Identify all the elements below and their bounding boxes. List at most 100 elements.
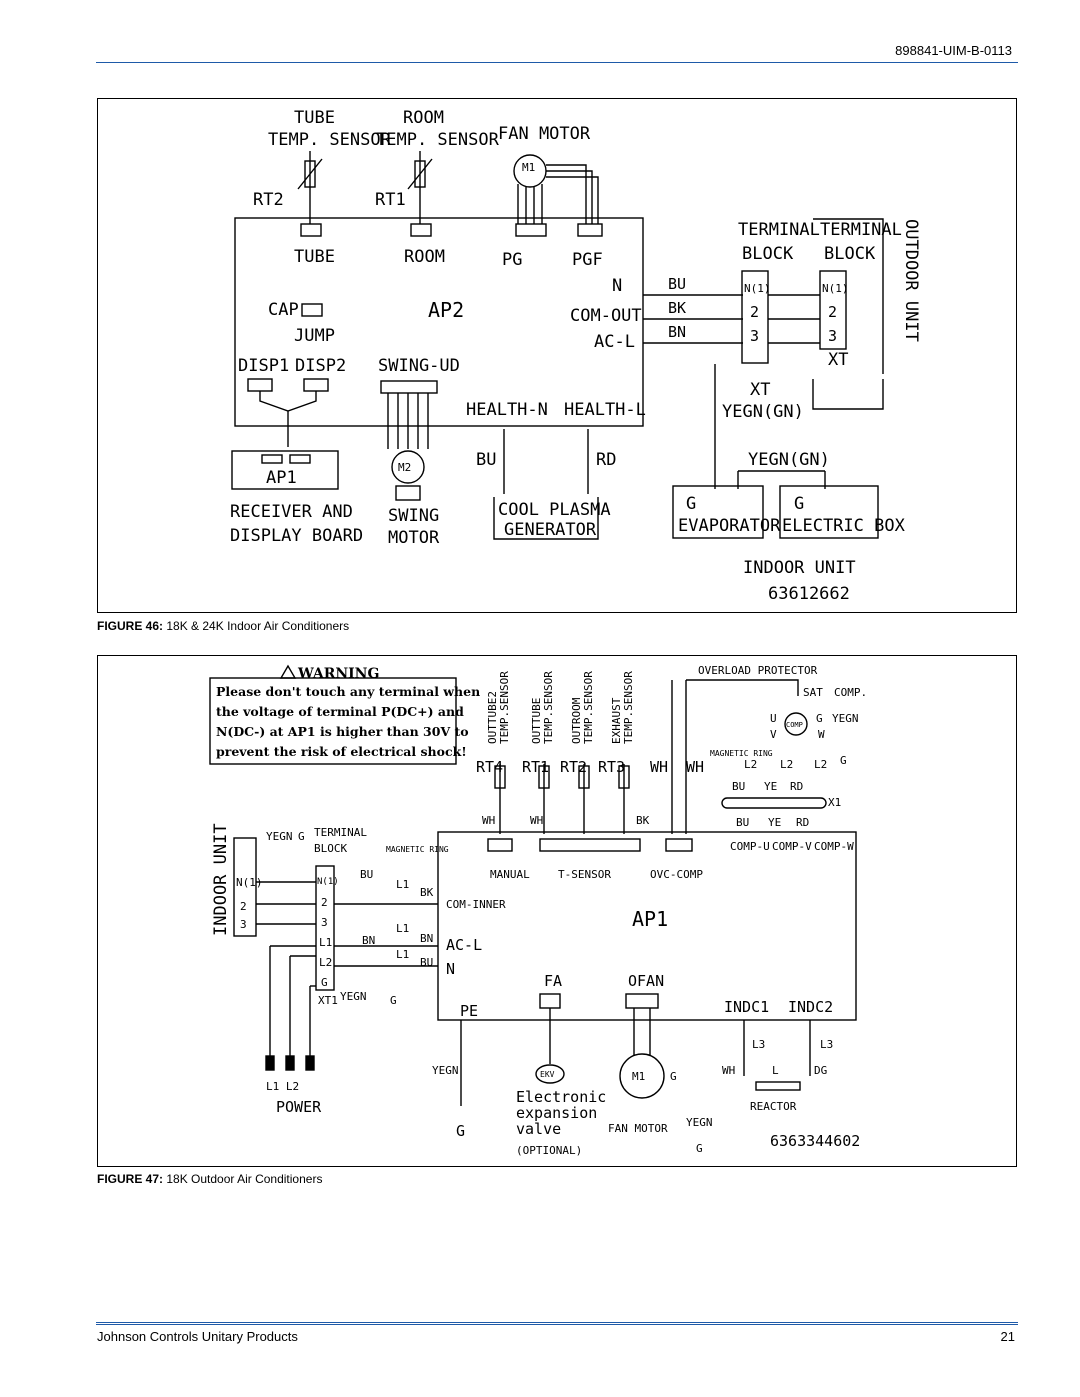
bu-label-term-2: BU — [420, 956, 433, 969]
warning-title: WARNING — [297, 666, 379, 682]
disp1-label: DISP1 — [238, 356, 289, 376]
bu-label-top: BU — [732, 780, 745, 793]
ofan-label: OFAN — [628, 972, 664, 990]
swing-ud-label: SWING-UD — [378, 356, 460, 376]
cool-plasma-label: COOL PLASMA — [498, 500, 611, 520]
wh-label-reactor: WH — [722, 1064, 735, 1077]
reactor-icon — [755, 1081, 801, 1091]
figure-47-caption: FIGURE 47: 18K Outdoor Air Conditioners — [97, 1172, 322, 1186]
ev-label-2: expansion — [516, 1104, 597, 1122]
terminal-n1-outdoor: N(1) — [822, 282, 849, 295]
evaporator-box — [672, 485, 764, 539]
room-connector-label: ROOM — [404, 247, 445, 267]
l-label-reactor: L — [772, 1064, 779, 1077]
ac-l-label: AC-L — [594, 332, 635, 352]
generator-label: GENERATOR — [504, 520, 597, 540]
v-label: V — [770, 728, 777, 741]
m1-label: M1 — [632, 1070, 645, 1083]
expansion-valve-icon — [535, 1064, 565, 1084]
sensor-outroom-label: OUTROOM — [570, 697, 583, 744]
footer-company: Johnson Controls Unitary Products — [97, 1329, 298, 1344]
magnetic-ring-label-2: MAGNETIC RING — [386, 845, 449, 854]
g-label-comp: G — [816, 712, 823, 725]
rd-wire-label: RD — [596, 450, 616, 470]
sensor-outtube-label: OUTTUBE — [530, 698, 543, 744]
swing-motor-m2-icon — [391, 450, 425, 501]
ap1-display-board — [231, 450, 339, 490]
l2-label-3: L2 — [814, 758, 827, 771]
terminal-block-indoor — [741, 270, 769, 364]
warning-line-2: the voltage of terminal P(DC+) and — [216, 704, 464, 719]
indoor-unit-label: INDOOR UNIT — [211, 823, 231, 936]
g-label-pe: G — [456, 1122, 465, 1140]
evaporator-label: EVAPORATOR — [678, 516, 781, 536]
ap1-label: AP1 — [632, 907, 668, 931]
terminal-block-outdoor — [819, 270, 847, 350]
l1-label-c: L1 — [396, 948, 409, 961]
swing-motor-label: MOTOR — [388, 528, 440, 548]
figure-46-caption-label: FIGURE 46: — [97, 619, 164, 633]
terminal-2: 2 — [321, 896, 328, 909]
fan-motor-label: FAN MOTOR — [498, 124, 591, 144]
swing-label: SWING — [388, 506, 439, 526]
l1-label-b: L1 — [396, 922, 409, 935]
indoor-unit-label: INDOOR UNIT — [743, 558, 856, 578]
yegn-label-pe: YEGN — [432, 1064, 459, 1077]
compressor-icon — [784, 712, 808, 736]
electric-box-label: ELECTRIC BOX — [782, 516, 906, 536]
reactor-label: REACTOR — [750, 1100, 797, 1113]
pe-label: PE — [460, 1002, 478, 1020]
figure-46-caption-text: 18K & 24K Indoor Air Conditioners — [166, 619, 350, 633]
block-label: BLOCK — [742, 244, 794, 264]
fa-label: FA — [544, 972, 562, 990]
bn-label: BN — [668, 323, 686, 341]
rt4-label: RT4 — [476, 758, 503, 776]
wh-label-2: WH — [530, 814, 543, 827]
xt1-label: XT1 — [318, 994, 338, 1007]
footer-rule — [96, 1322, 1018, 1325]
pg-label: PG — [502, 250, 522, 270]
bk-label-term: BK — [420, 886, 434, 899]
wh-label-1: WH — [482, 814, 495, 827]
cap-label: CAP — [268, 300, 299, 320]
xt-label: XT — [750, 380, 770, 400]
terminal-n1: N(1) — [317, 877, 339, 887]
power-label: POWER — [276, 1098, 322, 1116]
ovc-comp-label: OVC-COMP — [650, 868, 703, 881]
comp-v-label: COMP-V — [772, 840, 812, 853]
terminal-l2: L2 — [319, 956, 332, 969]
x1-label: X1 — [828, 796, 841, 809]
xt-label-outdoor: XT — [828, 350, 848, 370]
figure-46-caption: FIGURE 46: 18K & 24K Indoor Air Conditio… — [97, 619, 349, 633]
sensor-outtube-label-2: TEMP.SENSOR — [542, 671, 555, 744]
l3-label-1: L3 — [752, 1038, 765, 1051]
rt1-label: RT1 — [375, 190, 406, 210]
terminal-3: 3 — [321, 916, 328, 929]
ap2-label: AP2 — [428, 298, 464, 322]
comp-small-label: COMP — [786, 721, 803, 729]
wh-label-top-2: WH — [686, 758, 704, 776]
bn-label-term-2: BN — [420, 932, 433, 945]
indoor-terminal-2: 2 — [240, 900, 247, 913]
rt3-label: RT3 — [598, 758, 625, 776]
ev-label-4: (OPTIONAL) — [516, 1144, 582, 1157]
m1-label: M1 — [522, 161, 535, 174]
g-label-fan: G — [670, 1070, 677, 1083]
room-sensor-label-2: TEMP. SENSOR — [376, 130, 500, 150]
sensor-outtube2-label: OUTTUBE2 — [486, 691, 499, 744]
tube-sensor-label: TUBE — [294, 108, 335, 128]
thermistor-rt1-icon — [407, 151, 433, 224]
sensor-exhaust-label-2: TEMP.SENSOR — [622, 671, 635, 744]
manual-label: MANUAL — [490, 868, 530, 881]
warning-box — [209, 664, 457, 765]
warning-line-4: prevent the risk of electrical shock! — [216, 744, 467, 759]
bu-label: BU — [668, 275, 686, 293]
comp-w-label: COMP-W — [814, 840, 854, 853]
terminal-g: G — [321, 976, 328, 989]
ye-label-bot: YE — [768, 816, 781, 829]
ev-label-1: Electronic — [516, 1088, 606, 1106]
indoor-terminal-n1: N(1) — [236, 876, 263, 889]
l2-label-1: L2 — [744, 758, 757, 771]
thermistor-group-icon — [494, 764, 630, 834]
terminal-label: TERMINAL — [738, 220, 820, 240]
